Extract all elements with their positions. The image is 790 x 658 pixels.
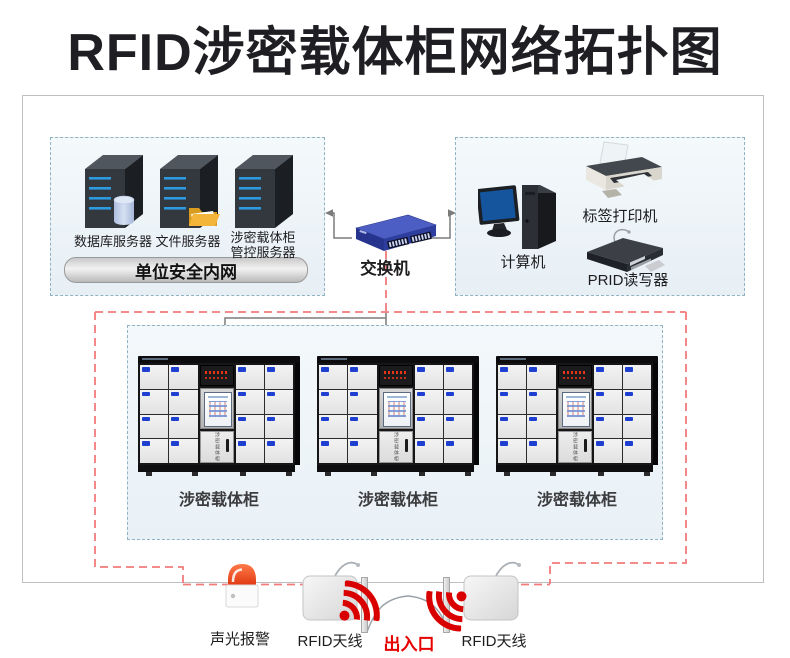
rfid-antenna-left-icon bbox=[302, 561, 360, 621]
intranet-pipe: 单位安全内网 bbox=[64, 257, 308, 283]
cabinet-console: 涉密载体柜 bbox=[378, 365, 413, 463]
locker-grid-right bbox=[593, 365, 651, 463]
label-printer-icon bbox=[586, 141, 662, 198]
wifi-signal-right-icon bbox=[426, 590, 467, 632]
alarm-label: 声光报警 bbox=[209, 631, 271, 648]
rfid-cabinet: 涉密载体柜 bbox=[496, 356, 658, 477]
rfid-cabinet: 涉密载体柜 bbox=[317, 356, 479, 477]
cabinet-control-server-icon bbox=[235, 155, 293, 228]
cabinet-base bbox=[317, 465, 474, 472]
rfid-reader-icon bbox=[587, 228, 665, 272]
intranet-pipe-label: 单位安全内网 bbox=[135, 262, 237, 282]
computer-label: 计算机 bbox=[500, 254, 546, 271]
database-cylinder-icon bbox=[113, 195, 135, 225]
locker-grid-right bbox=[235, 365, 293, 463]
database-server-label: 数据库服务器 bbox=[73, 234, 153, 249]
cabinet-console: 涉密载体柜 bbox=[557, 365, 592, 463]
led-display bbox=[557, 365, 592, 387]
cabinet-feet bbox=[317, 472, 474, 477]
wifi-signal-left-icon bbox=[339, 580, 380, 622]
alarm-icon bbox=[225, 564, 259, 608]
network-switch-icon bbox=[355, 214, 438, 251]
switch-label: 交换机 bbox=[360, 260, 410, 278]
console-door: 涉密载体柜 bbox=[557, 431, 592, 463]
rfid-cabinet: 涉密载体柜 bbox=[138, 356, 300, 477]
cabinet-label: 涉密载体柜 bbox=[178, 492, 260, 509]
locker-grid-left bbox=[140, 365, 198, 463]
page-title: RFID涉密载体柜网络拓扑图 bbox=[67, 24, 723, 82]
cabinet-base bbox=[138, 465, 295, 472]
entrance-label: 出入口 bbox=[383, 635, 435, 654]
folder-icon bbox=[189, 208, 220, 226]
reader-label: PRID读写器 bbox=[587, 272, 669, 289]
antenna-right-label: RFID天线 bbox=[461, 633, 527, 650]
computer-icon bbox=[478, 185, 556, 249]
locker-grid-left bbox=[498, 365, 556, 463]
led-display bbox=[199, 365, 234, 387]
file-server-label: 文件服务器 bbox=[155, 234, 221, 249]
printer-label: 标签打印机 bbox=[582, 208, 658, 225]
led-display bbox=[378, 365, 413, 387]
touch-screen bbox=[557, 388, 592, 429]
locker-grid-right bbox=[414, 365, 472, 463]
cabinet-top bbox=[496, 356, 658, 363]
cabinet-base bbox=[496, 465, 653, 472]
touch-screen bbox=[199, 388, 234, 429]
cabinet-top bbox=[138, 356, 300, 363]
console-door: 涉密载体柜 bbox=[199, 431, 234, 463]
file-server-icon bbox=[160, 155, 218, 228]
cabinet-control-server-label: 涉密载体柜管控服务器 bbox=[230, 230, 296, 260]
antenna-left-label: RFID天线 bbox=[297, 633, 363, 650]
cabinet-label: 涉密载体柜 bbox=[357, 492, 439, 509]
cabinet-top bbox=[317, 356, 479, 363]
console-door: 涉密载体柜 bbox=[378, 431, 413, 463]
cabinet-feet bbox=[496, 472, 653, 477]
cabinet-label: 涉密载体柜 bbox=[536, 492, 618, 509]
cabinet-feet bbox=[138, 472, 295, 477]
touch-screen bbox=[378, 388, 413, 429]
locker-grid-left bbox=[319, 365, 377, 463]
cabinet-console: 涉密载体柜 bbox=[199, 365, 234, 463]
